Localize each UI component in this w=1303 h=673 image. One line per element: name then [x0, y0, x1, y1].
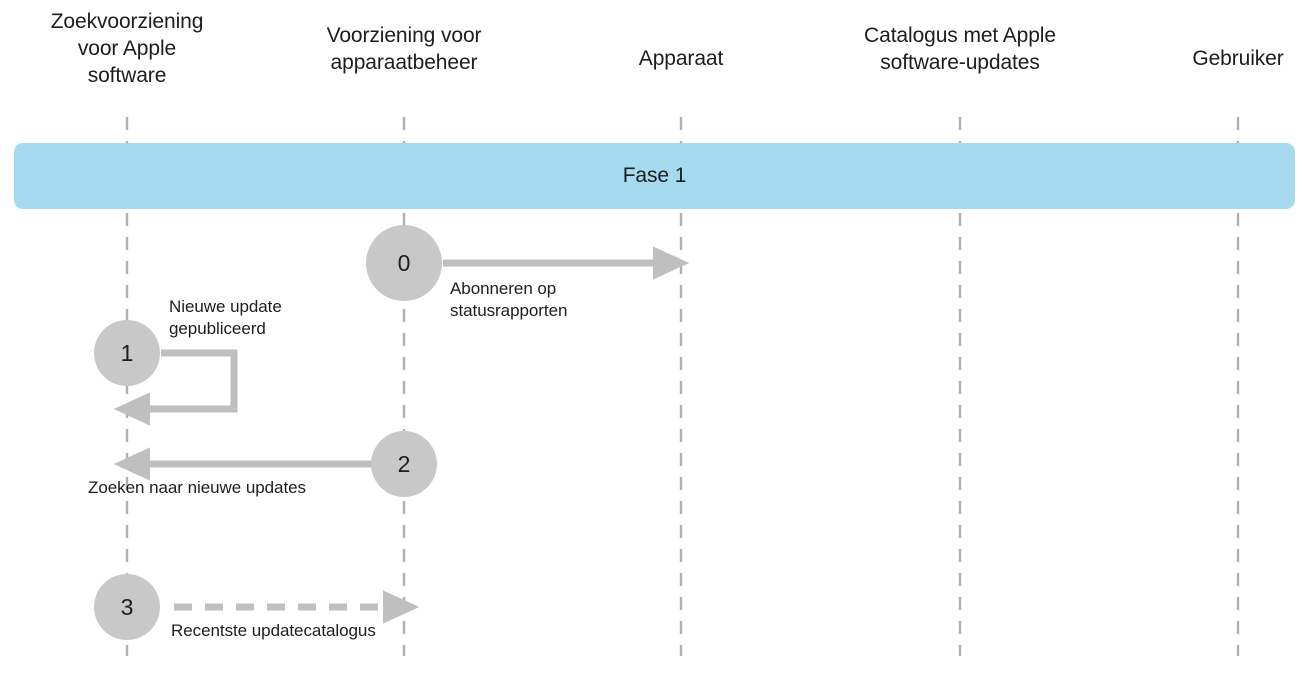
- step-label-0: Abonneren op statusrapporten: [450, 279, 568, 320]
- arrow-step-1-selfloop: [113, 349, 238, 426]
- lane-header-apparaat: Apparaat: [638, 47, 724, 70]
- step-node-3[interactable]: 3: [94, 574, 160, 640]
- step-label-2: Zoeken naar nieuwe updates: [88, 478, 306, 497]
- step-node-1[interactable]: 1: [94, 320, 160, 386]
- phase-banner-label: Fase 1: [622, 164, 687, 187]
- lifelines: [125, 117, 1240, 656]
- lane-header-gebruiker: Gebruiker: [1192, 47, 1284, 70]
- step-node-2[interactable]: 2: [371, 431, 437, 497]
- lane-header-apparaatbeheer: Voorziening voor apparaatbeheer: [326, 24, 482, 74]
- step-node-0[interactable]: 0: [366, 225, 442, 301]
- phase-banner: Fase 1: [14, 143, 1295, 209]
- step-label-3: Recentste updatecatalogus: [171, 621, 376, 640]
- step-label-1: Nieuwe update gepubliceerd: [169, 297, 282, 338]
- lane-header-zoekvoorziening: Zoekvoorziening voor Apple software: [50, 10, 204, 87]
- lane-header-catalogus: Catalogus met Apple software-updates: [864, 24, 1056, 74]
